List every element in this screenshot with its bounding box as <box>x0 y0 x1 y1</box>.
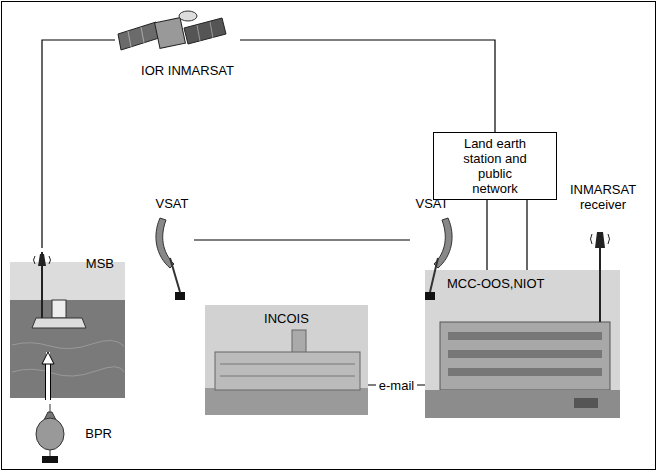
connector <box>240 40 495 132</box>
panel-grid <box>141 27 144 43</box>
connector <box>46 352 50 400</box>
windows <box>448 350 602 358</box>
node-label: IOR INMARSAT <box>141 63 234 78</box>
satellite-body <box>155 18 186 49</box>
connector <box>42 40 115 248</box>
edge-label: e-mail <box>376 378 417 393</box>
buoy-photo <box>10 252 125 398</box>
connector <box>486 200 487 270</box>
panel-grid <box>210 22 213 38</box>
building-node: MCC-OOS,NIOT <box>425 270 620 418</box>
panel-grid <box>128 31 131 47</box>
node-label: VSAT <box>416 196 449 211</box>
bpr-illustration <box>36 404 64 463</box>
tower <box>292 330 306 354</box>
node-label: Land earth station and public network <box>457 136 533 196</box>
wave <box>12 367 124 376</box>
dish-base <box>175 292 185 300</box>
satellite-dish <box>179 11 197 21</box>
buoy-tower <box>52 300 66 318</box>
receiver-node: INMARSAT receiver <box>560 182 646 222</box>
windows <box>220 376 355 377</box>
solar-panel <box>184 18 226 44</box>
vehicle <box>574 398 598 408</box>
vsat-node: VSAT <box>410 196 454 266</box>
connector <box>194 239 410 240</box>
buoy-node: MSB <box>8 248 128 352</box>
satellite-icon <box>118 11 226 50</box>
sky <box>425 270 620 418</box>
building <box>215 352 360 390</box>
receiver-antenna <box>591 232 610 322</box>
wave <box>12 340 124 348</box>
panel-grid <box>197 25 200 41</box>
windows <box>448 332 602 340</box>
node-label: MSB <box>86 256 114 271</box>
anchor <box>42 456 58 463</box>
ground <box>205 388 368 415</box>
windows <box>220 364 355 365</box>
dish-stand <box>170 258 180 292</box>
node-label: INCOIS <box>264 311 309 326</box>
vsat-dish <box>156 218 185 300</box>
building-node: INCOIS <box>205 305 368 415</box>
dish-stand <box>430 258 438 292</box>
node-label: MCC-OOS,NIOT <box>447 276 545 291</box>
sensor-node: BPR <box>30 400 120 466</box>
solar-panel <box>118 22 159 50</box>
windows <box>448 368 602 376</box>
tether <box>50 450 51 456</box>
satellite-node: IOR INMARSAT <box>115 8 240 80</box>
buoy-hull <box>32 318 86 328</box>
mcc-photo <box>425 270 620 418</box>
dish-base <box>425 292 435 300</box>
node-label: INMARSAT receiver <box>560 182 646 212</box>
connector <box>526 200 527 270</box>
sea <box>10 300 125 398</box>
vsat-node: VSAT <box>150 196 194 266</box>
radio-waves <box>591 234 610 244</box>
node-label: BPR <box>85 426 112 441</box>
bpr-body <box>36 418 64 450</box>
building <box>440 322 610 390</box>
antenna <box>595 232 605 248</box>
radio-waves <box>34 256 51 264</box>
antenna-mast <box>599 240 601 322</box>
antenna <box>38 254 46 266</box>
earth-station-box: Land earth station and public network <box>433 132 557 200</box>
ground <box>425 390 620 418</box>
incois-photo <box>205 305 368 415</box>
node-label: VSAT <box>156 196 189 211</box>
sky <box>205 305 368 415</box>
